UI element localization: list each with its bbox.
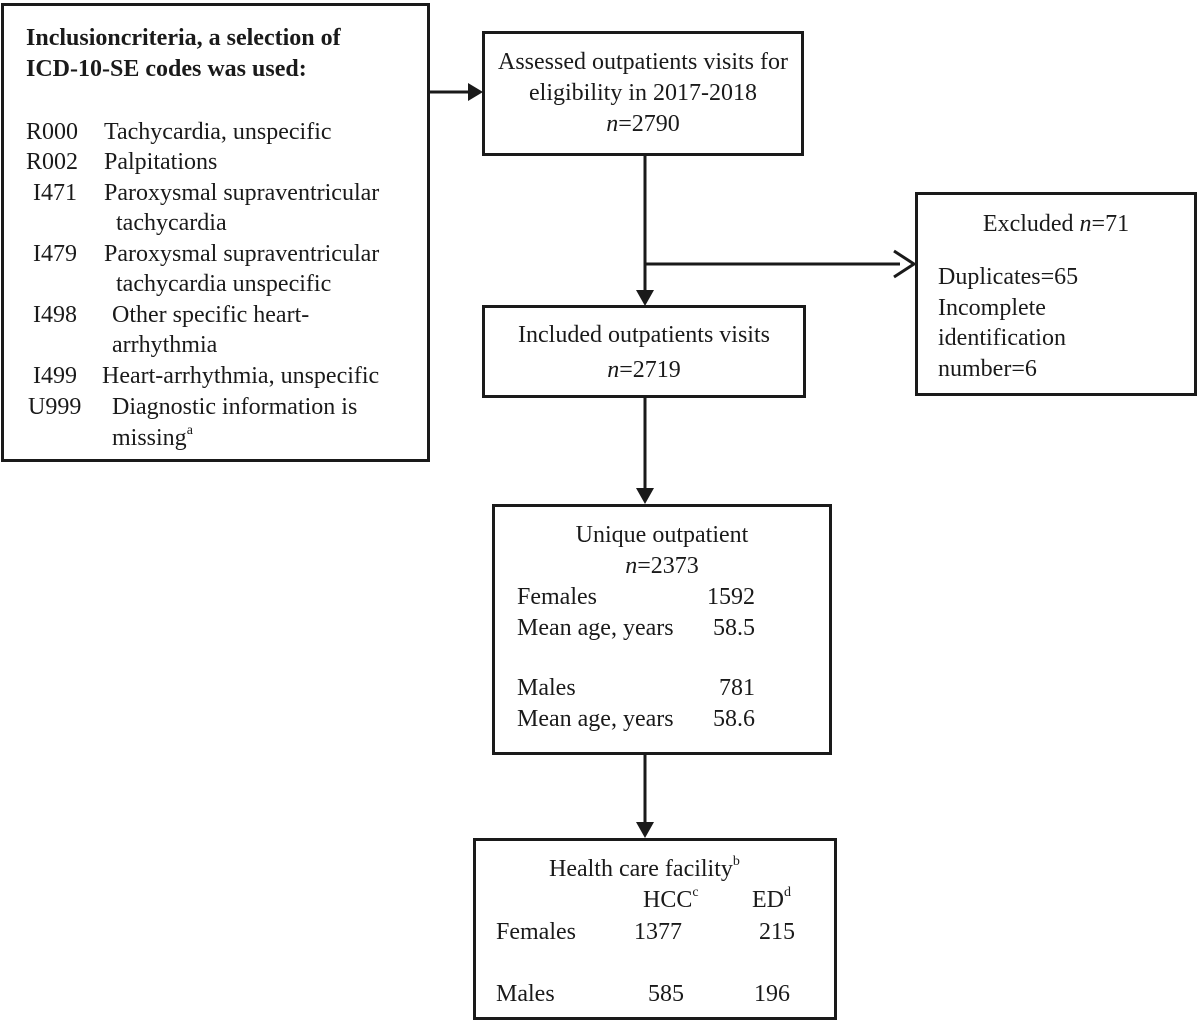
inclusion-heading-line1: Inclusioncriteria, a selection of — [26, 25, 341, 51]
facility-males-ed: 196 — [754, 981, 790, 1007]
assessed-n: n=2790 — [485, 112, 801, 136]
code-i471-desc-cont: tachycardia — [116, 210, 227, 236]
facility-females-label: Females — [496, 919, 576, 945]
n-italic: n — [1079, 211, 1092, 237]
arrow-head-unique — [636, 488, 654, 504]
code-i471: I471 — [33, 180, 77, 206]
missing-text: missing — [112, 425, 187, 451]
unique-title: Unique outpatient — [575, 522, 749, 548]
unique-females-value: 1592 — [707, 584, 755, 610]
unique-n-value: =2373 — [637, 553, 699, 579]
unique-females-age-label: Mean age, years — [517, 615, 674, 641]
code-i479-desc: Paroxysmal supraventricular — [104, 241, 380, 267]
facility-males-hcc: 585 — [648, 981, 684, 1007]
unique-outpatient-box: Unique outpatient n=2373 Females 1592 Me… — [492, 504, 832, 755]
n-italic: n — [607, 357, 620, 383]
arrow-head-included — [636, 290, 654, 306]
footnote-d: d — [784, 885, 791, 900]
code-u999-desc-cont: missinga — [112, 423, 193, 451]
unique-males-label: Males — [517, 675, 576, 701]
code-r000-desc: Tachycardia, unspecific — [104, 119, 332, 145]
hcc-label: HCC — [643, 887, 693, 913]
facility-females-hcc: 1377 — [634, 919, 682, 945]
code-r000: R000 — [26, 119, 79, 145]
arrow-head-facility — [636, 822, 654, 838]
unique-males-age-value: 58.6 — [713, 706, 755, 732]
excluded-number: number=6 — [938, 356, 1037, 382]
code-i498-desc: Other specific heart- — [112, 302, 310, 328]
facility-males-label: Males — [496, 981, 555, 1007]
footnote-c: c — [692, 885, 699, 900]
code-r002-desc: Palpitations — [104, 149, 218, 175]
n-italic: n — [606, 111, 619, 137]
code-i498-desc-cont: arrhythmia — [112, 332, 218, 358]
unique-n: n=2373 — [495, 554, 829, 578]
code-r002: R002 — [26, 149, 79, 175]
code-i471-desc: Paroxysmal supraventricular — [104, 180, 380, 206]
unique-males-value: 781 — [719, 675, 755, 701]
code-u999: U999 — [28, 394, 82, 420]
n-italic: n — [625, 553, 638, 579]
health-care-facility-box: Health care facilityb HCCc EDd Females 1… — [473, 838, 837, 1020]
code-i479-desc-cont: tachycardia unspecific — [116, 271, 332, 297]
inclusion-heading-line2: ICD-10-SE codes was used: — [26, 56, 307, 82]
facility-title: Health care facilityb — [549, 854, 740, 882]
code-i498: I498 — [33, 302, 77, 328]
assessed-line2: eligibility in 2017-2018 — [529, 80, 757, 106]
code-u999-desc: Diagnostic information is — [112, 394, 358, 420]
unique-females-age-value: 58.5 — [713, 615, 755, 641]
assessed-n-value: =2790 — [618, 111, 680, 137]
inclusion-criteria-box: Inclusioncriteria, a selection of ICD-10… — [1, 3, 430, 462]
excluded-duplicates: Duplicates=65 — [938, 264, 1079, 290]
included-box: Included outpatients visits n=2719 — [482, 305, 806, 398]
unique-females-label: Females — [517, 584, 597, 610]
code-i499-desc: Heart-arrhythmia, unspecific — [102, 363, 380, 389]
facility-col-ed: EDd — [752, 885, 791, 913]
arrow-head-inclusion — [468, 83, 483, 101]
excluded-identification: identification — [938, 325, 1066, 351]
facility-females-ed: 215 — [759, 919, 795, 945]
code-i499: I499 — [33, 363, 77, 389]
unique-males-age-label: Mean age, years — [517, 706, 674, 732]
included-n: n=2719 — [485, 358, 803, 382]
ed-label: ED — [752, 887, 784, 913]
footnote-a: a — [186, 423, 193, 438]
excluded-prefix: Excluded — [982, 211, 1080, 237]
included-n-value: =2719 — [619, 357, 681, 383]
arrow-head-excluded — [893, 249, 917, 279]
included-line1: Included outpatients visits — [518, 322, 770, 348]
assessed-box: Assessed outpatients visits for eligibil… — [482, 31, 804, 156]
excluded-incomplete: Incomplete — [938, 295, 1046, 321]
facility-col-hcc: HCCc — [643, 885, 699, 913]
footnote-b: b — [732, 854, 740, 869]
assessed-line1: Assessed outpatients visits for — [498, 49, 788, 75]
excluded-title: Excluded n=71 — [918, 212, 1194, 236]
facility-title-text: Health care facility — [549, 856, 733, 882]
excluded-box: Excluded n=71 Duplicates=65 Incomplete i… — [915, 192, 1197, 396]
code-i479: I479 — [33, 241, 77, 267]
excluded-n-value: =71 — [1091, 211, 1130, 237]
